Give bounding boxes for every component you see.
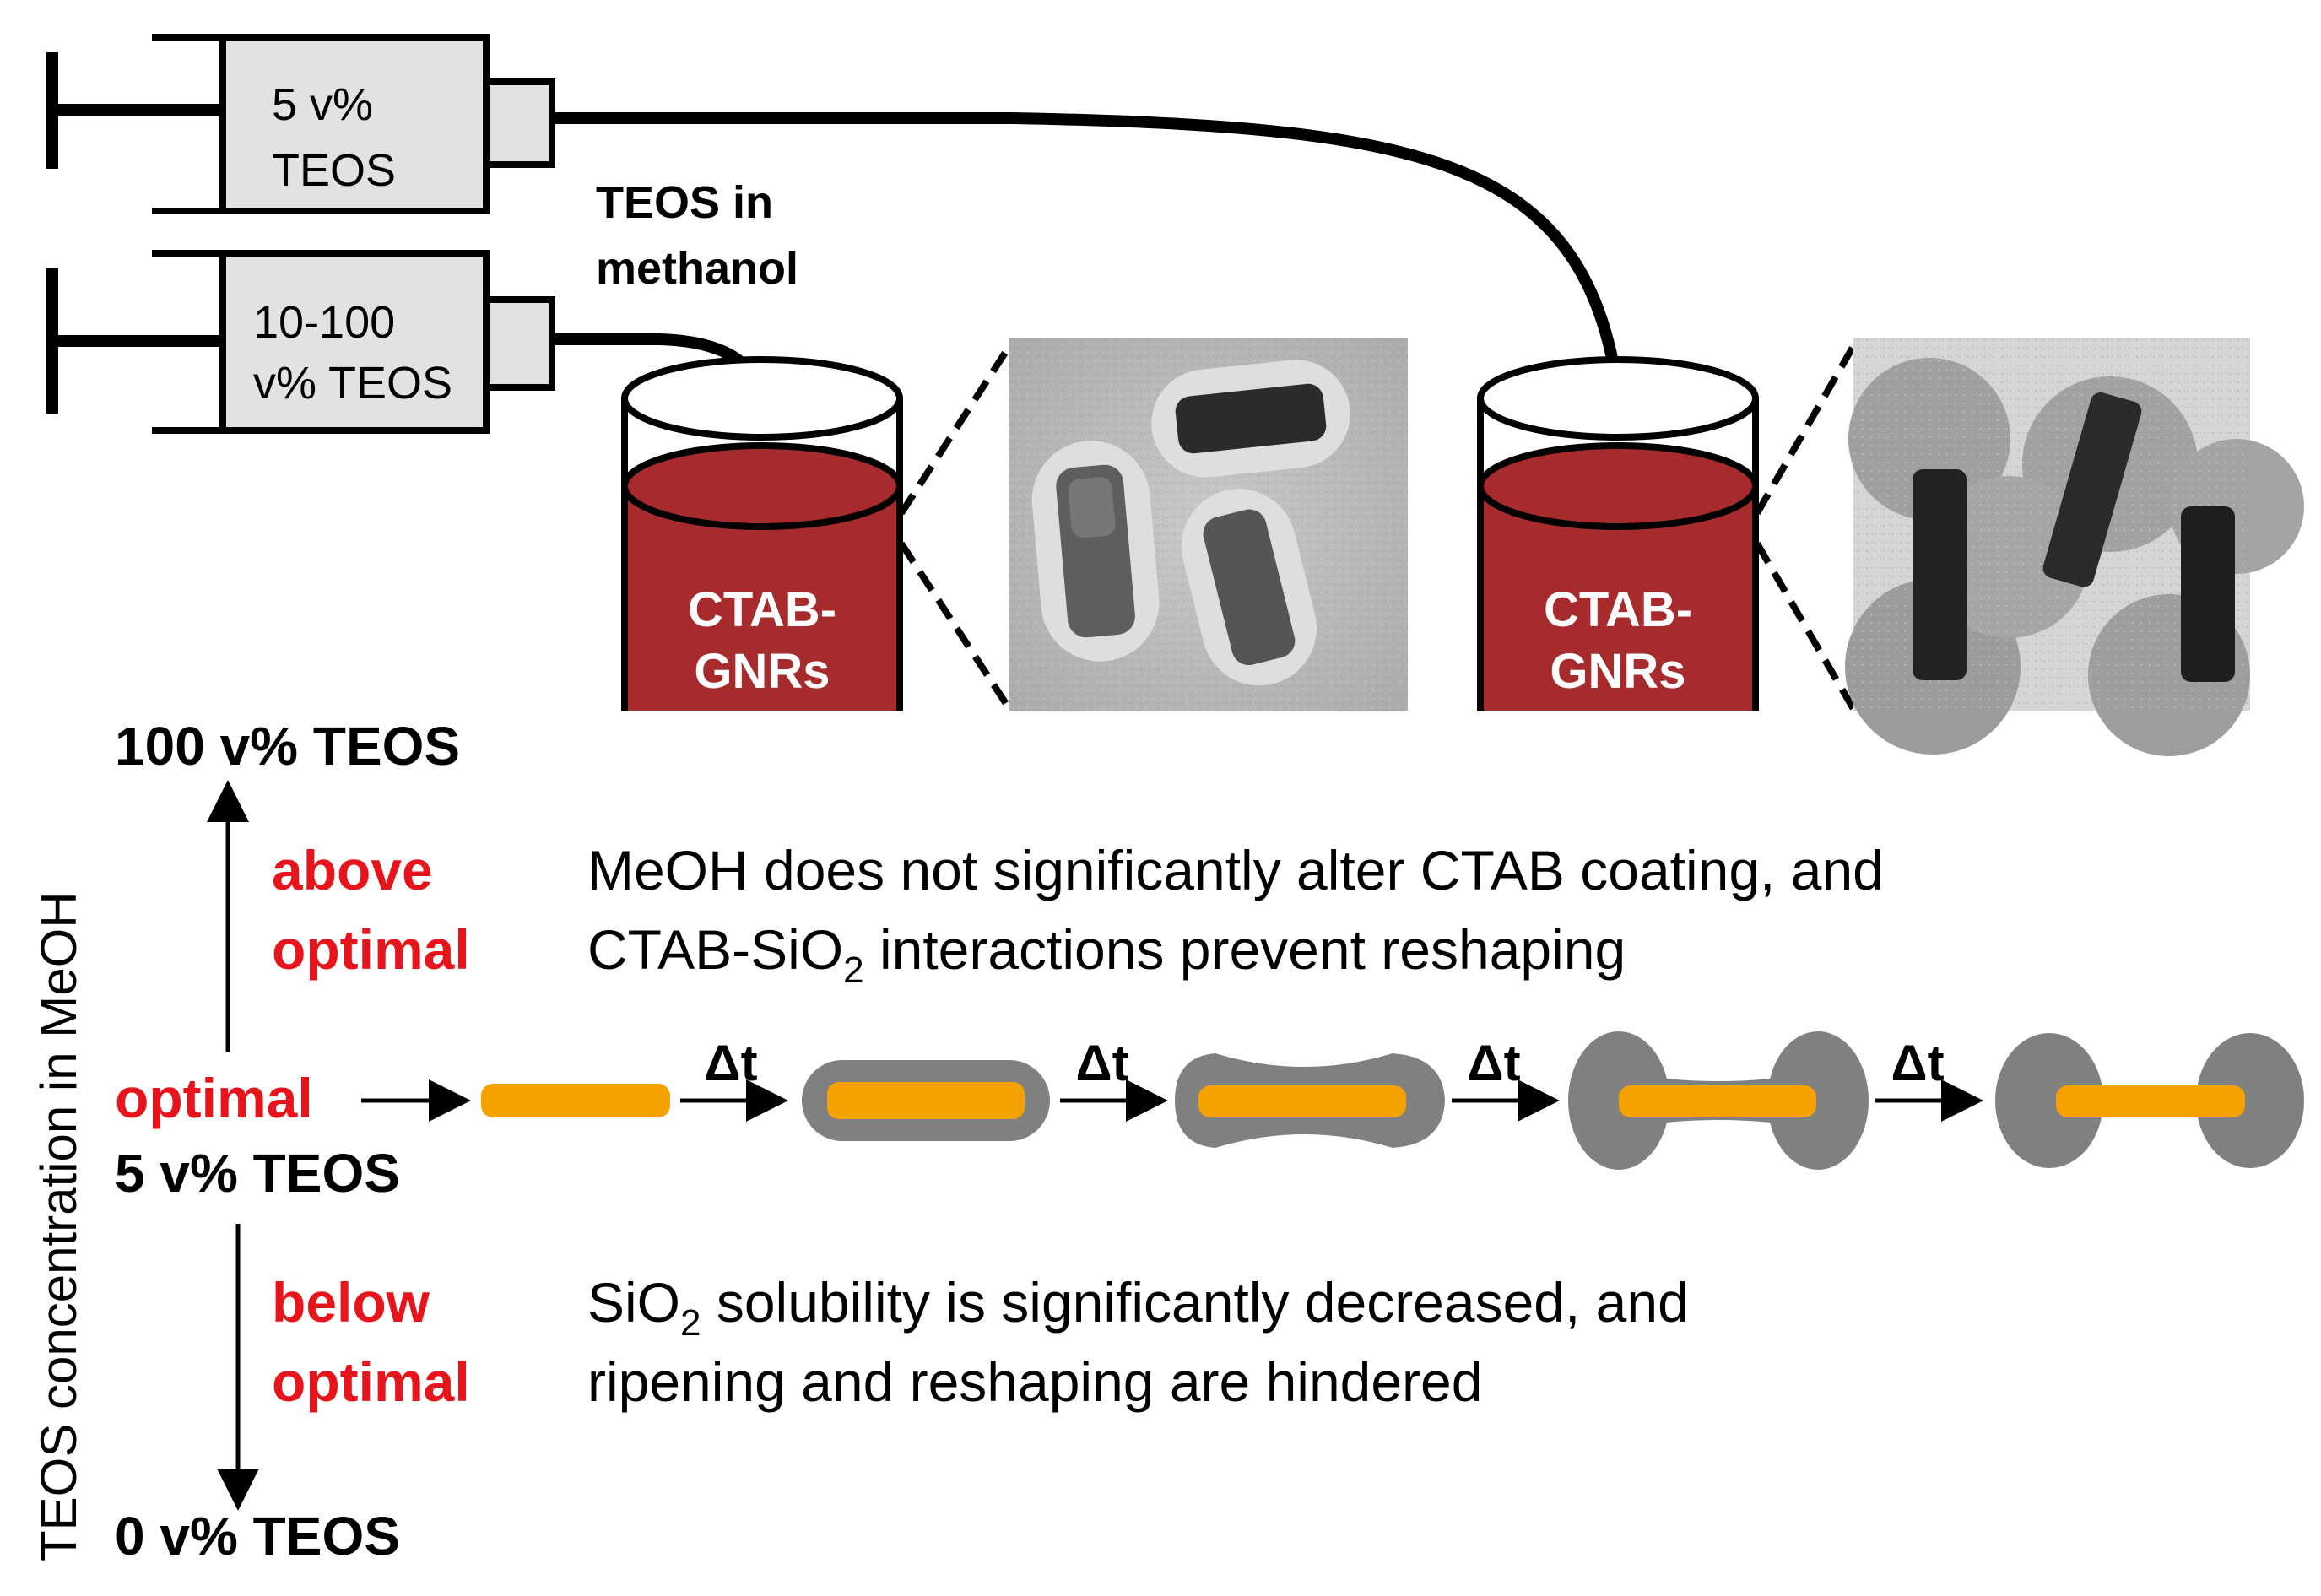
above-desc-1: MeOH does not significantly alter CTAB c…	[587, 839, 1884, 901]
time-label-4: Δt	[1891, 1035, 1944, 1091]
tem-image-dumbbell	[1845, 338, 2304, 756]
syringe-caption-line2: methanol	[596, 243, 798, 294]
nanorod-end-capped	[1995, 1033, 2304, 1168]
axis-bottom-label: 0 v% TEOS	[115, 1506, 400, 1566]
optimal-label: optimal	[115, 1067, 313, 1129]
syringe-top: 5 v% TEOS	[46, 34, 555, 214]
axis-top-label: 100 v% TEOS	[115, 716, 460, 776]
zoom-line-right-top	[1754, 344, 1857, 515]
syringe-top-label-1: 5 v%	[272, 79, 373, 130]
zoom-line-left-bottom	[898, 541, 1013, 711]
axis-label: TEOS concentration in MeOH	[30, 891, 87, 1561]
zoom-line-left-top	[898, 344, 1013, 516]
time-label-2: Δt	[1075, 1035, 1128, 1091]
syringe-top-label-2: TEOS	[272, 145, 396, 196]
syringe-bottom-label-2: v% TEOS	[253, 358, 452, 408]
below-label-2: optimal	[272, 1350, 470, 1413]
beaker-right-label-2: GNRs	[1550, 644, 1685, 699]
time-label-1: Δt	[704, 1035, 757, 1091]
beaker-left-label-2: GNRs	[694, 644, 830, 699]
beaker-right: CTAB- GNRs	[1477, 356, 1759, 711]
syringe-caption-line1: TEOS in	[596, 177, 773, 228]
tube-top	[552, 112, 1625, 398]
above-desc-2: CTAB-SiO2 interactions prevent reshaping	[587, 918, 1626, 991]
nanorod-bare	[481, 1084, 670, 1117]
below-desc-2: ripening and reshaping are hindered	[587, 1350, 1482, 1413]
below-desc-1: SiO2 solubility is significantly decreas…	[587, 1271, 1689, 1344]
nanorod-dumbbell-shell	[1568, 1031, 1869, 1170]
beaker-left: CTAB- GNRs	[621, 356, 903, 711]
tem-image-thin-shell	[1009, 338, 1408, 711]
below-label-1: below	[272, 1271, 430, 1334]
above-label-2: optimal	[272, 918, 470, 981]
syringe-bottom-label-1: 10-100	[253, 297, 395, 348]
syringe-bottom: 10-100 v% TEOS	[46, 250, 555, 434]
nanorod-uniform-shell	[802, 1060, 1050, 1141]
nanorod-necked-shell	[1175, 1053, 1445, 1148]
axis-middle-label: 5 v% TEOS	[115, 1143, 400, 1204]
zoom-line-right-bottom	[1754, 541, 1857, 711]
beaker-right-label-1: CTAB-	[1544, 582, 1692, 637]
beaker-left-label-1: CTAB-	[688, 582, 836, 637]
time-label-3: Δt	[1467, 1035, 1520, 1091]
above-label-1: above	[272, 839, 433, 901]
